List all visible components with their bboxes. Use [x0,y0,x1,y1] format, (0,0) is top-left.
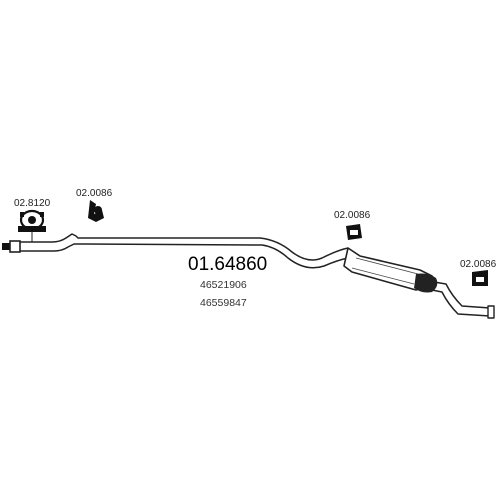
exhaust-pipe [20,233,349,269]
oem-number-2: 46559847 [200,297,247,309]
rubber-mount-icon-middle [346,224,362,240]
oem-number-1: 46521906 [200,279,247,291]
tail-pipe [431,281,495,319]
clamp-front-label: 02.8120 [14,198,51,209]
rubber-mount-icon-rear [472,270,488,286]
front-pipe-connector [2,240,21,253]
rubber-mount-icon-front [88,200,104,222]
pipe-clamp-icon [18,209,46,232]
mount-middle-label: 02.0086 [334,210,371,221]
mount-front-label: 02.0086 [76,188,113,199]
mount-rear-label: 02.0086 [460,259,497,270]
rear-muffler [343,247,438,293]
main-part-number: 01.64860 [188,254,267,275]
